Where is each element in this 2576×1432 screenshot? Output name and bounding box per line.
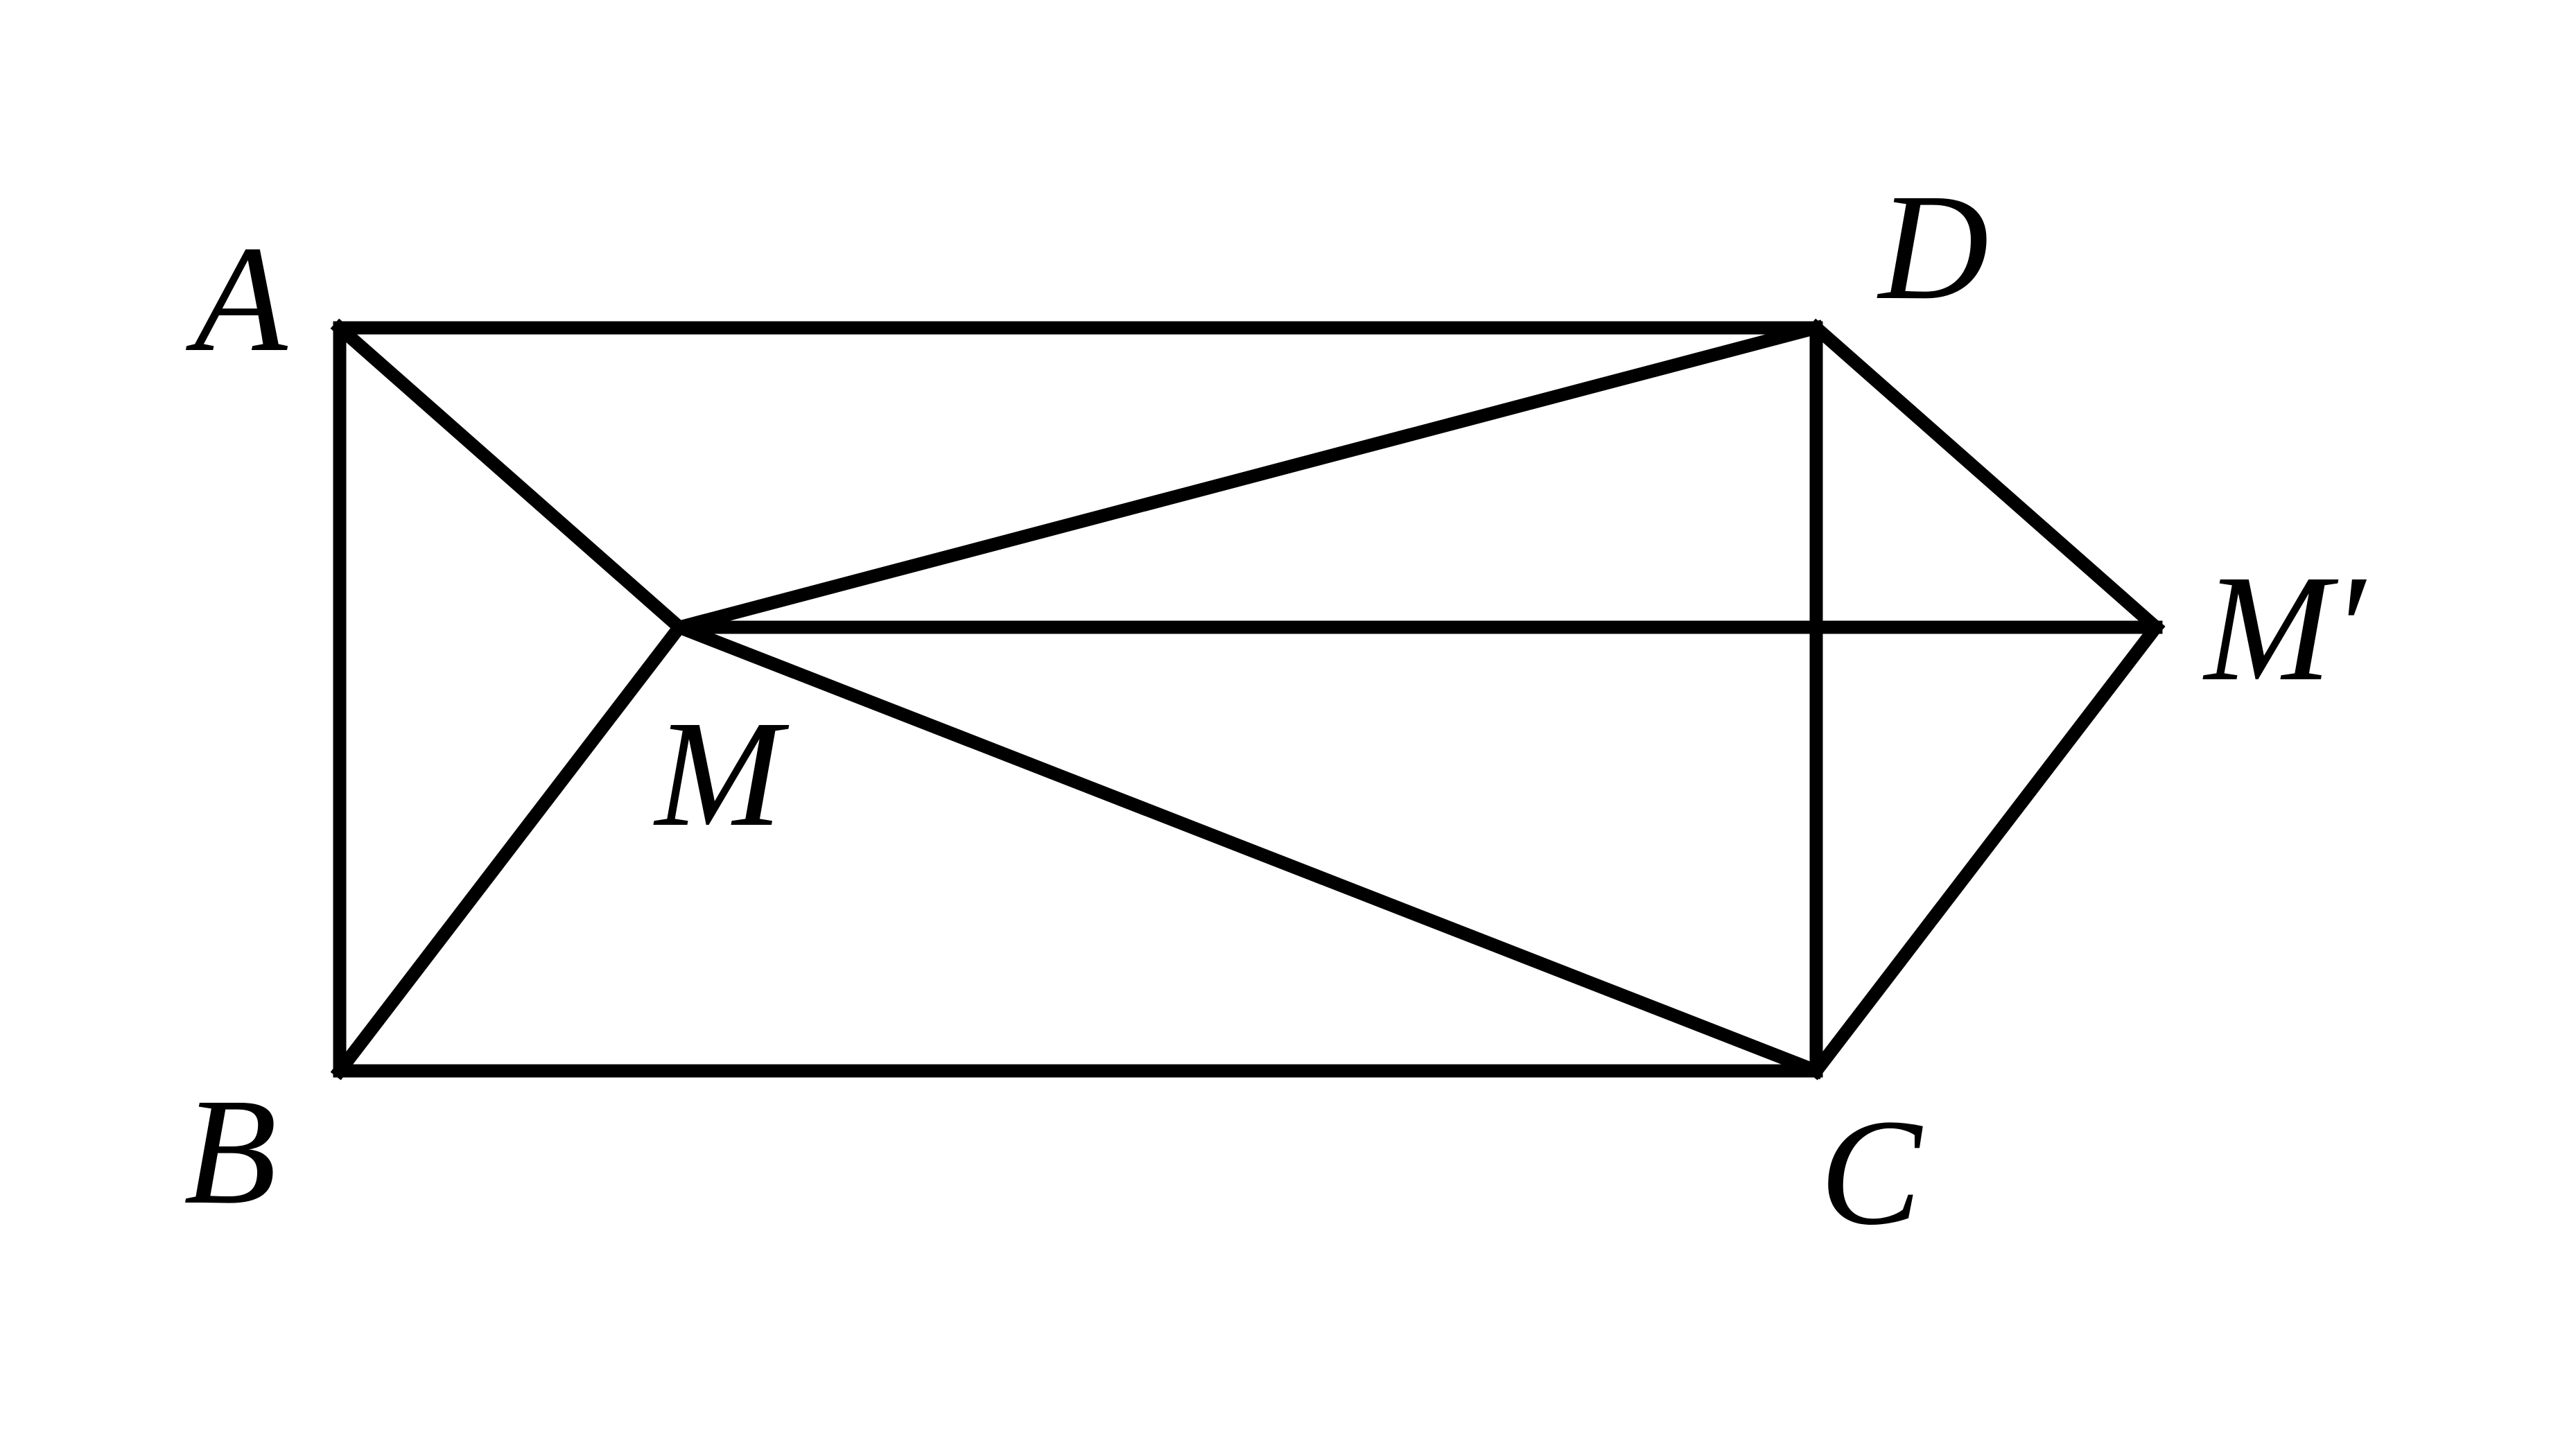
segment-M-D [671, 320, 1825, 636]
point-label-C: C [1820, 1088, 1923, 1257]
segment-M-C [670, 618, 1825, 1080]
point-label-D: D [1877, 162, 1989, 331]
point-label-M-prime: M′ [2202, 543, 2367, 713]
labels-group: A B C D M M′ [184, 162, 2367, 1257]
point-label-M: M [653, 689, 790, 858]
segments-group [330, 318, 2166, 1081]
segment-D-Mp [1807, 318, 2166, 637]
segment-B-M [330, 618, 689, 1081]
point-label-A: A [185, 214, 288, 383]
point-label-B: B [184, 1067, 277, 1236]
segment-A-M [330, 318, 689, 637]
segment-C-Mp [1807, 618, 2166, 1081]
